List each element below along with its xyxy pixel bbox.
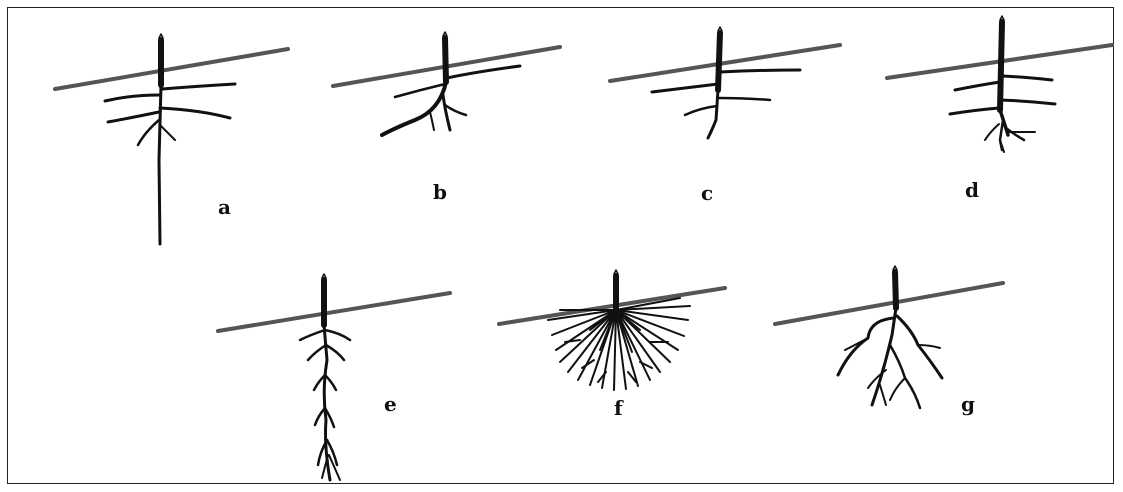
- lateral-root: [445, 105, 466, 115]
- lateral-root: [108, 112, 159, 122]
- stem: [1000, 22, 1002, 110]
- main-root: [708, 90, 718, 138]
- lateral-root: [395, 84, 445, 97]
- lateral-root: [652, 84, 718, 92]
- panel-d: [887, 22, 1112, 152]
- lateral-root: [718, 98, 770, 100]
- lateral-root: [880, 385, 886, 405]
- stem: [718, 33, 720, 90]
- panel-label-e: e: [384, 392, 397, 416]
- lateral-root: [890, 345, 920, 408]
- lateral-root: [838, 318, 894, 375]
- lateral-root: [308, 345, 326, 360]
- main-root: [382, 82, 446, 135]
- stem: [445, 38, 446, 82]
- lateral-root: [890, 378, 905, 400]
- lateral-root: [315, 408, 325, 425]
- panel-label-b: b: [433, 180, 447, 204]
- lateral-root: [160, 125, 175, 140]
- panel-c: [610, 33, 840, 138]
- lateral-root: [720, 70, 800, 72]
- panel-label-a: a: [218, 195, 231, 219]
- lateral-root: [162, 84, 235, 89]
- lateral-root: [300, 330, 325, 340]
- panel-b: [333, 38, 560, 135]
- lateral-root: [1000, 100, 1055, 104]
- soil-line: [55, 49, 288, 89]
- lateral-root: [325, 375, 336, 390]
- lateral-root: [955, 82, 1000, 90]
- lateral-root: [160, 108, 230, 118]
- panel-g: [775, 272, 1003, 408]
- panel-e: [218, 280, 450, 480]
- lateral-root: [685, 106, 717, 115]
- panel-label-g: g: [961, 392, 975, 416]
- lateral-root: [138, 120, 159, 145]
- panel-f: [499, 276, 725, 390]
- lateral-root: [430, 112, 434, 130]
- lateral-root: [1002, 76, 1052, 80]
- panel-label-f: f: [614, 396, 624, 420]
- lateral-root: [325, 330, 350, 340]
- lateral-root: [105, 95, 160, 101]
- soil-line: [610, 45, 840, 81]
- lateral-root: [950, 108, 999, 114]
- panel-label-d: d: [965, 178, 979, 202]
- lateral-root: [447, 66, 520, 78]
- stem: [895, 272, 896, 308]
- lateral-root: [443, 95, 450, 130]
- panel-label-c: c: [701, 181, 713, 205]
- soil-line: [218, 293, 450, 331]
- lateral-root: [326, 345, 344, 360]
- lateral-root: [985, 124, 999, 140]
- shoot-tips: [159, 16, 1004, 278]
- panel-a: [55, 40, 288, 244]
